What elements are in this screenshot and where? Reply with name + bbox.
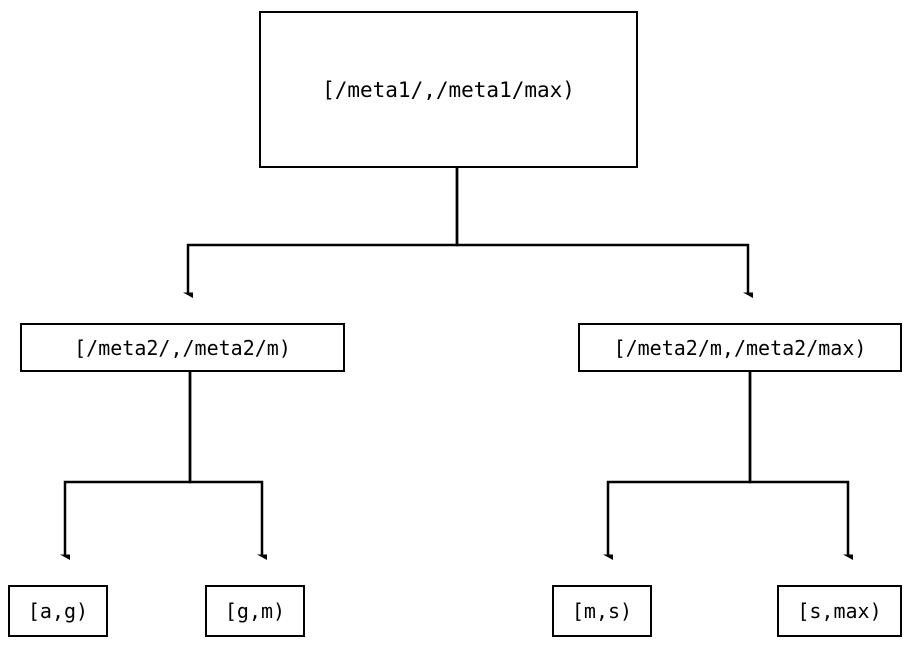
node-mid-right-label: [/meta2/m,/meta2/max) <box>613 335 867 360</box>
node-leaf-3-label: [m,s) <box>571 599 633 623</box>
edge-mid-right-to-leaf-4 <box>748 372 848 555</box>
edge-mid-left-to-leaf-2 <box>188 372 262 555</box>
edge-root-to-mid-left <box>188 168 459 293</box>
node-leaf-1-label: [a,g) <box>27 599 89 623</box>
node-leaf-3[interactable]: [m,s) <box>552 585 652 637</box>
node-leaf-1[interactable]: [a,g) <box>8 585 108 637</box>
node-leaf-2-label: [g,m) <box>224 599 286 623</box>
node-root[interactable]: [/meta1/,/meta1/max) <box>259 11 638 168</box>
node-mid-left[interactable]: [/meta2/,/meta2/m) <box>20 323 345 372</box>
node-leaf-4[interactable]: [s,max) <box>777 585 902 637</box>
node-mid-right[interactable]: [/meta2/m,/meta2/max) <box>578 323 902 372</box>
node-leaf-4-label: [s,max) <box>797 599 882 623</box>
node-mid-left-label: [/meta2/,/meta2/m) <box>74 335 291 360</box>
edge-mid-right-to-leaf-3 <box>608 372 752 555</box>
node-leaf-2[interactable]: [g,m) <box>205 585 305 637</box>
node-root-label: [/meta1/,/meta1/max) <box>322 77 575 102</box>
edge-root-to-mid-right <box>455 168 748 293</box>
edge-mid-left-to-leaf-1 <box>65 372 192 555</box>
